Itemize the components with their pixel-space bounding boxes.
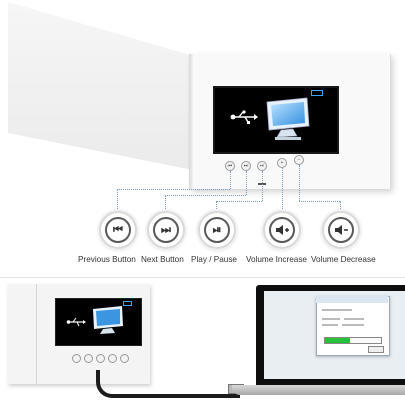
- next-button-label: Next Button: [141, 255, 184, 264]
- card-play-pause-button[interactable]: ⏯: [257, 161, 267, 171]
- video-card-cover: [8, 2, 193, 170]
- volume-decrease-icon: [328, 217, 354, 243]
- small-battery-icon: [123, 301, 132, 306]
- next-icon: ⏭: [153, 217, 179, 243]
- video-card-small-fold: [36, 284, 37, 384]
- card-previous-button[interactable]: ⏮: [225, 161, 235, 171]
- transfer-progress-fill: [325, 338, 351, 343]
- play-pause-label: Play / Pause: [191, 255, 237, 264]
- small-usb-icon: [66, 317, 86, 327]
- previous-icon: ⏮: [105, 217, 131, 243]
- dialog-title-bar: [316, 296, 388, 303]
- previous-button[interactable]: ⏮: [99, 211, 137, 249]
- battery-icon: [311, 90, 323, 96]
- small-next-button[interactable]: [84, 354, 93, 363]
- play-pause-icon: ⏯: [204, 217, 230, 243]
- section-divider: [0, 277, 405, 278]
- computer-monitor-icon: [266, 97, 310, 140]
- previous-button-label: Previous Button: [78, 255, 136, 264]
- play-pause-button[interactable]: ⏯: [198, 211, 236, 249]
- video-card-spine: [189, 54, 193, 189]
- small-volume-increase-button[interactable]: [108, 354, 117, 363]
- usb-icon: [230, 110, 258, 124]
- next-button[interactable]: ⏭: [147, 211, 185, 249]
- small-play-pause-button[interactable]: [96, 354, 105, 363]
- volume-decrease-label: Volume Decrease: [311, 255, 376, 264]
- small-previous-button[interactable]: [72, 354, 81, 363]
- usb-cable: [96, 370, 240, 398]
- volume-decrease-button[interactable]: [322, 211, 360, 249]
- card-next-button[interactable]: ⏭: [241, 161, 251, 171]
- laptop-base: [232, 385, 405, 395]
- small-computer-monitor-icon: [93, 306, 123, 334]
- card-volume-increase-button[interactable]: +: [277, 158, 287, 168]
- volume-increase-icon: [269, 217, 295, 243]
- dialog-cancel-button[interactable]: [368, 346, 384, 353]
- volume-increase-button[interactable]: [263, 211, 301, 249]
- card-volume-decrease-button[interactable]: −: [294, 155, 304, 165]
- volume-increase-label: Volume Increase: [246, 255, 307, 264]
- small-volume-decrease-button[interactable]: [120, 354, 129, 363]
- transfer-progress-bar: [324, 337, 382, 344]
